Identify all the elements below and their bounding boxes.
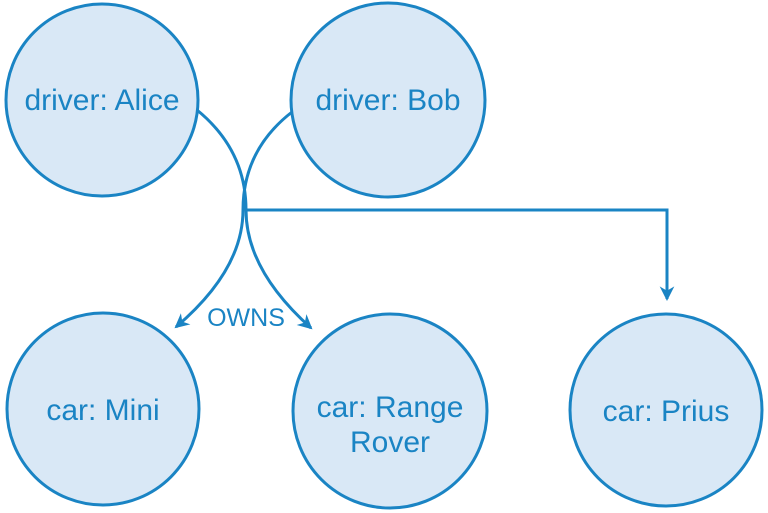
node-circle-car-mini <box>5 311 201 507</box>
node-car-prius: car: Prius <box>568 312 764 508</box>
edge-bob-owns-mini <box>174 110 293 329</box>
node-label-driver-alice: driver: Alice <box>24 84 179 117</box>
node-car-mini: car: Mini <box>5 311 201 507</box>
edge-alice-owns-prius <box>247 208 675 301</box>
node-circle-driver-bob <box>289 1 487 199</box>
node-circle-car-range-rover <box>291 312 489 510</box>
node-car-range-rover: car: Range Rover <box>291 312 489 510</box>
node-label-car-prius: car: Prius <box>603 395 730 428</box>
node-label-car-range-rover-line1: car: Range <box>317 391 464 424</box>
node-label-driver-bob: driver: Bob <box>315 84 460 117</box>
node-label-car-range-rover-line2: Rover <box>350 426 430 459</box>
node-label-car-mini: car: Mini <box>46 394 159 427</box>
edge-alice-owns-range-rover <box>196 108 313 330</box>
node-circle-car-prius <box>568 312 764 508</box>
node-circle-driver-alice <box>4 2 200 198</box>
owns-relationship-label: OWNS <box>207 304 285 332</box>
node-driver-bob: driver: Bob <box>289 1 487 199</box>
node-driver-alice: driver: Alice <box>4 2 200 198</box>
